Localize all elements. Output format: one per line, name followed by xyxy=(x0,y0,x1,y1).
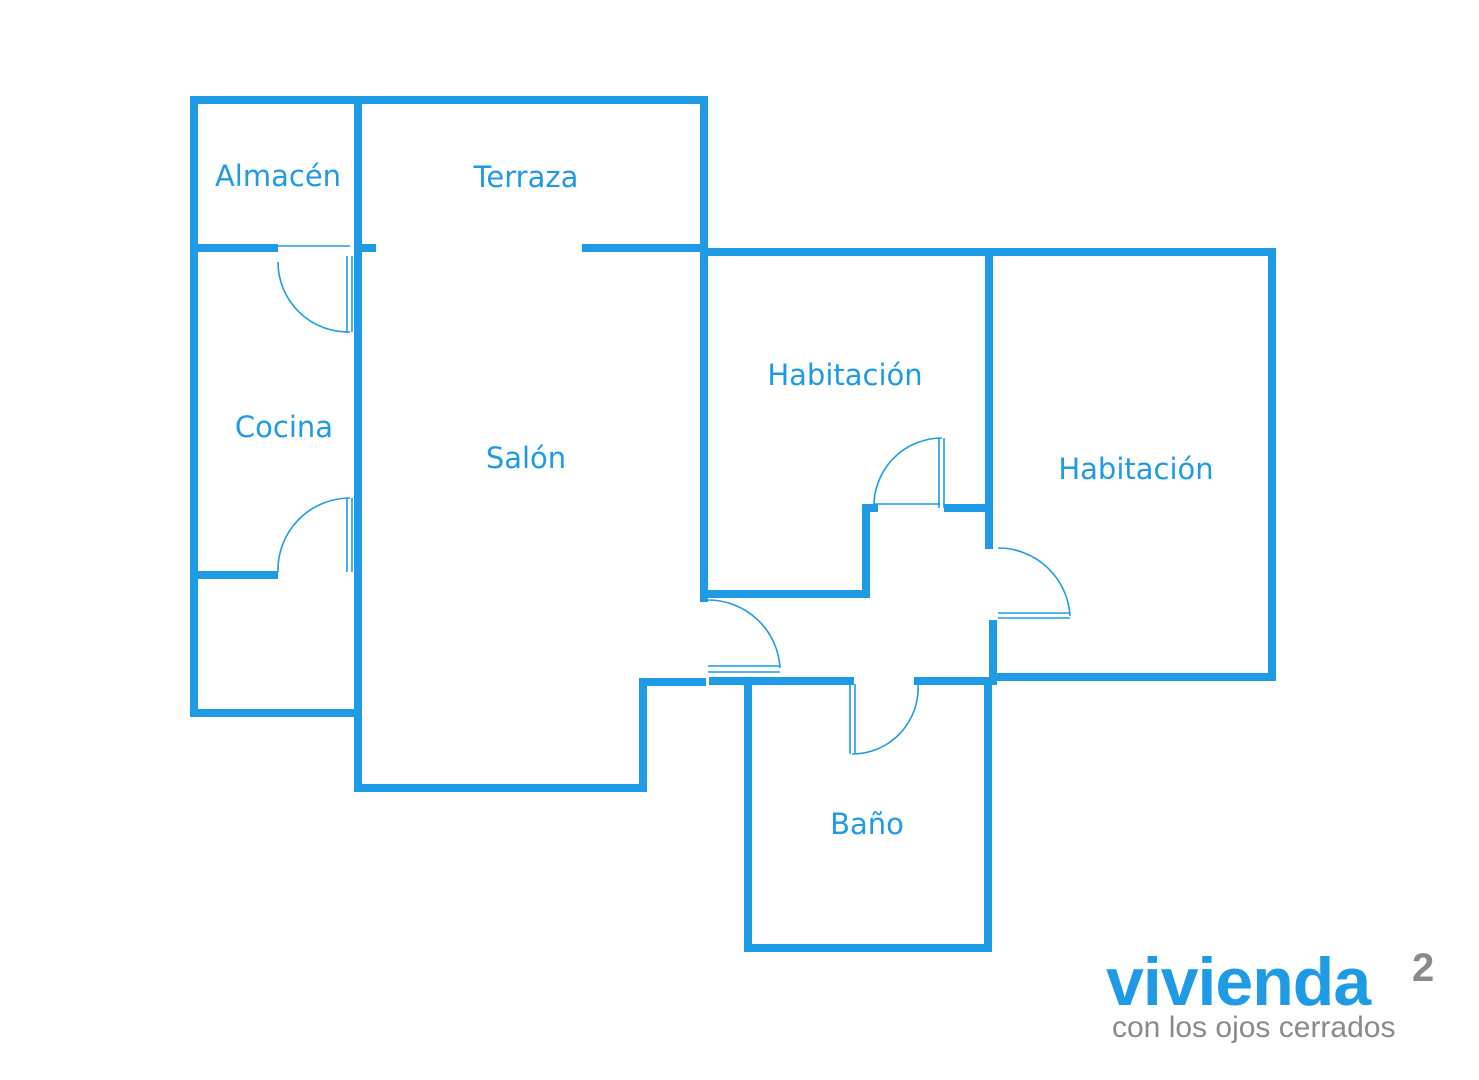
door-almacen xyxy=(277,245,353,333)
wall-hab1-bottom xyxy=(700,504,878,598)
door-salon xyxy=(707,599,781,673)
room-labels: Almacén Terraza Cocina Salón Habitación … xyxy=(215,159,1214,841)
logo-superscript: 2 xyxy=(1412,946,1435,990)
room-label-terraza: Terraza xyxy=(473,160,579,194)
wall-bano xyxy=(744,677,992,952)
wall-salon-left xyxy=(354,251,706,792)
room-label-bano: Baño xyxy=(830,807,904,841)
door-habitacion-2 xyxy=(997,547,1071,619)
doors xyxy=(277,245,1071,755)
wall-top-block xyxy=(190,96,708,252)
wall-cocina-left xyxy=(190,244,362,717)
room-label-cocina: Cocina xyxy=(235,410,333,444)
door-cocina xyxy=(277,497,353,573)
walls xyxy=(190,96,1276,952)
room-label-habitacion-1: Habitación xyxy=(767,358,922,392)
wall-hab2-outer xyxy=(985,248,1276,681)
logo-brand: vivienda xyxy=(1106,944,1371,1020)
room-label-salon: Salón xyxy=(486,441,566,475)
door-habitacion-1 xyxy=(873,437,945,509)
door-bano xyxy=(849,683,919,755)
vivienda2-logo: vivienda 2 con los ojos cerrados xyxy=(1106,942,1466,1052)
logo-tagline: con los ojos cerrados xyxy=(1112,1011,1396,1044)
room-label-habitacion-2: Habitación xyxy=(1058,452,1213,486)
room-label-almacen: Almacén xyxy=(215,159,341,193)
